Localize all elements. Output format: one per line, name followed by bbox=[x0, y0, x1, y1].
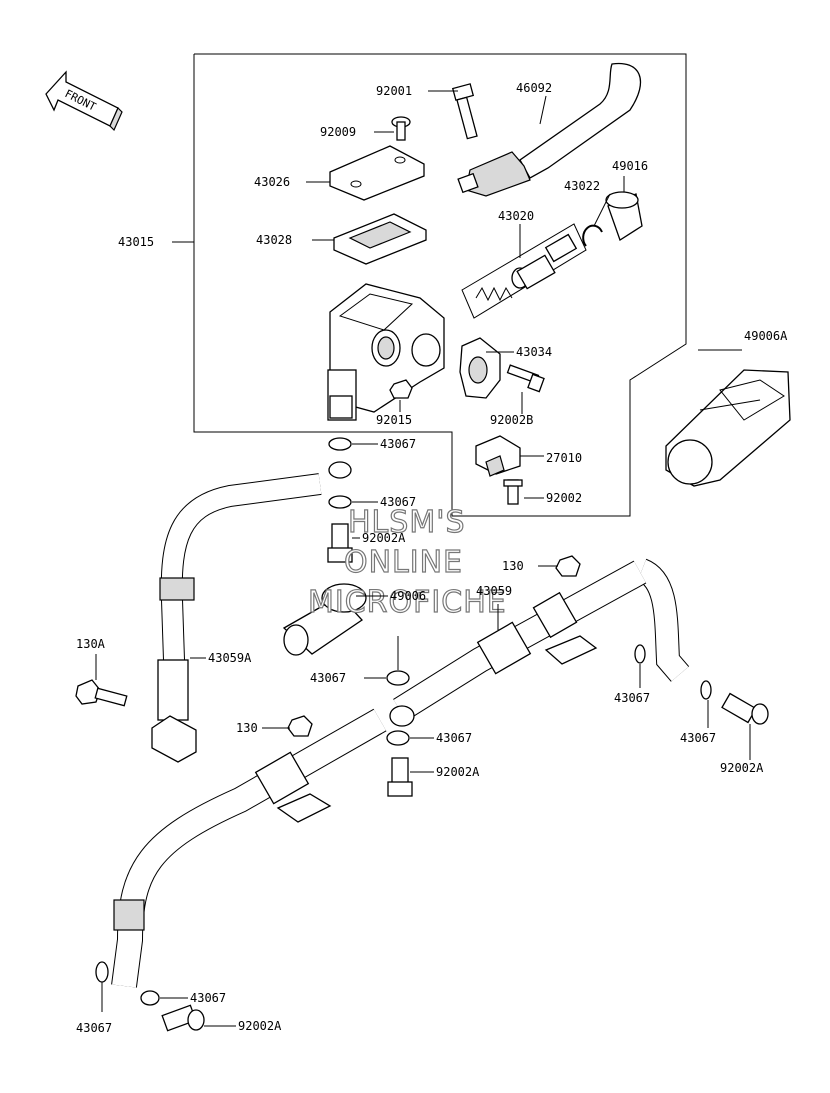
part-number-49016: 49016 bbox=[612, 159, 648, 173]
banjo-bolt bbox=[387, 757, 413, 797]
part-number-92002A: 92002A bbox=[362, 531, 406, 545]
bolt-130a bbox=[75, 679, 128, 707]
part-number-43034: 43034 bbox=[516, 345, 552, 359]
part-number-43067: 43067 bbox=[680, 731, 716, 745]
dust-boot bbox=[605, 191, 643, 241]
front-arrow-icon: FRONT bbox=[45, 70, 123, 132]
clamp-bolt bbox=[506, 364, 545, 393]
washer bbox=[700, 680, 712, 700]
banjo-bolt bbox=[721, 692, 769, 725]
piston-spring bbox=[475, 233, 578, 302]
part-number-92002A: 92002A bbox=[436, 765, 480, 779]
part-number-46092: 46092 bbox=[516, 81, 552, 95]
watermark-line-3: MICROFICHE bbox=[308, 585, 507, 620]
lever-guard bbox=[665, 369, 791, 487]
leader-lines bbox=[95, 90, 751, 1027]
upper-brake-hose bbox=[151, 473, 322, 763]
part-number-43067: 43067 bbox=[76, 1021, 112, 1035]
part-number-43067: 43067 bbox=[380, 495, 416, 509]
brake-lever bbox=[457, 62, 642, 197]
banjo-bolt bbox=[161, 1004, 205, 1032]
part-number-49006A: 49006A bbox=[744, 329, 788, 343]
part-number-27010: 27010 bbox=[546, 451, 582, 465]
part-number-130A: 130A bbox=[76, 637, 106, 651]
washer bbox=[328, 495, 352, 509]
part-number-92002A: 92002A bbox=[720, 761, 764, 775]
part-number-43022: 43022 bbox=[564, 179, 600, 193]
washer bbox=[328, 437, 352, 451]
washer bbox=[386, 670, 410, 686]
part-number-130: 130 bbox=[502, 559, 524, 573]
watermark-line-2: ONLINE bbox=[344, 545, 463, 580]
part-number-92002B: 92002B bbox=[490, 413, 533, 427]
piston-kit-box bbox=[461, 223, 587, 319]
part-number-43067: 43067 bbox=[614, 691, 650, 705]
part-number-92002A: 92002A bbox=[238, 1019, 282, 1033]
part-number-49006: 49006 bbox=[390, 589, 426, 603]
circlip bbox=[582, 224, 603, 247]
pivot-bolt bbox=[451, 83, 478, 140]
part-number-130: 130 bbox=[236, 721, 258, 735]
watermark: HLSM'S ONLINE MICROFICHE bbox=[307, 504, 507, 620]
part-number-43067: 43067 bbox=[190, 991, 226, 1005]
part-number-43026: 43026 bbox=[254, 175, 290, 189]
washer bbox=[386, 730, 410, 746]
part-number-43067: 43067 bbox=[310, 671, 346, 685]
washer bbox=[634, 644, 646, 664]
banjo-bolt bbox=[327, 523, 353, 563]
brake-light-switch bbox=[475, 435, 521, 477]
switch-screw bbox=[503, 479, 523, 505]
reservoir-cap bbox=[329, 145, 425, 201]
lower-guard bbox=[282, 583, 367, 656]
part-labels: 92001 46092 92009 43026 43022 49016 4302… bbox=[76, 81, 788, 1035]
assembly-outline bbox=[193, 53, 687, 517]
bolt-130-lower bbox=[287, 715, 313, 737]
part-number-92001: 92001 bbox=[376, 84, 412, 98]
diaphragm bbox=[333, 213, 427, 265]
part-number-43067: 43067 bbox=[436, 731, 472, 745]
part-number-43059: 43059 bbox=[476, 584, 512, 598]
lower-brake-hose bbox=[111, 708, 387, 988]
cap-screw bbox=[391, 116, 411, 141]
part-number-92009: 92009 bbox=[320, 125, 356, 139]
part-number-43015: 43015 bbox=[118, 235, 154, 249]
washer bbox=[95, 961, 109, 983]
hose-fitting bbox=[328, 461, 352, 479]
part-number-43067: 43067 bbox=[380, 437, 416, 451]
part-number-92015: 92015 bbox=[376, 413, 412, 427]
part-number-43028: 43028 bbox=[256, 233, 292, 247]
master-cylinder-body bbox=[327, 283, 445, 421]
bolt-130-upper bbox=[555, 555, 581, 577]
part-number-92002: 92002 bbox=[546, 491, 582, 505]
washer bbox=[140, 990, 160, 1006]
part-number-43020: 43020 bbox=[498, 209, 534, 223]
main-brake-hose bbox=[389, 558, 690, 727]
part-number-43059A: 43059A bbox=[208, 651, 252, 665]
bleed-valve bbox=[389, 379, 413, 399]
watermark-line-1: HLSM'S bbox=[348, 505, 466, 540]
handlebar-clamp bbox=[459, 337, 501, 399]
